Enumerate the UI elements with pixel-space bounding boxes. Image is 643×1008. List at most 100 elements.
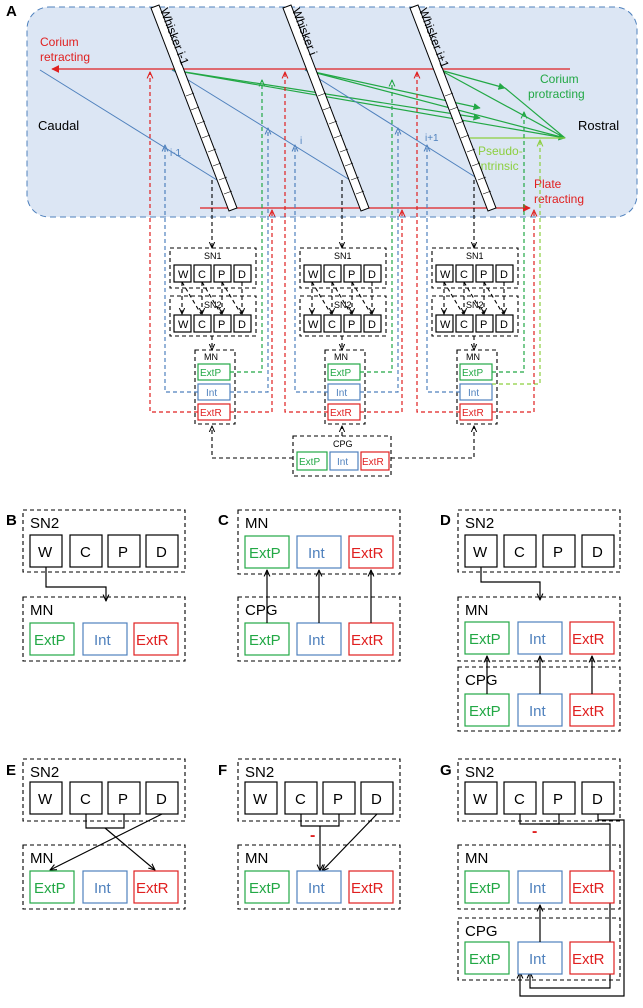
svg-text:C: C [295, 791, 306, 808]
plate-retracting-label-1: Plate [534, 177, 562, 191]
svg-text:ExtP: ExtP [469, 631, 501, 648]
inhibition-sign: - [532, 823, 537, 840]
svg-text:D: D [368, 319, 376, 331]
panel-letter-d: D [440, 512, 451, 529]
intrinsic-label-i-1: i-1 [170, 148, 182, 159]
svg-text:ExtR: ExtR [462, 408, 484, 419]
svg-text:MN: MN [465, 850, 488, 867]
svg-text:P: P [118, 791, 128, 808]
svg-text:ExtR: ExtR [351, 880, 384, 897]
svg-text:D: D [371, 791, 382, 808]
panel-f: F SN2 W C P D - MN ExtP Int ExtR [218, 758, 401, 910]
svg-text:C: C [80, 544, 91, 561]
intrinsic-label-i-plus-1: i+1 [425, 133, 439, 144]
mn-title: MN [30, 602, 53, 619]
intrinsic-label-i: i [300, 136, 302, 147]
svg-text:W: W [178, 319, 189, 331]
svg-text:ExtR: ExtR [351, 632, 384, 649]
svg-text:MN: MN [245, 515, 268, 532]
svg-text:D: D [238, 269, 246, 281]
svg-text:ExtP: ExtP [469, 951, 501, 968]
svg-text:ExtR: ExtR [362, 457, 384, 468]
panel-letter-c: C [218, 512, 229, 529]
svg-text:ExtP: ExtP [34, 632, 66, 649]
svg-text:C: C [328, 269, 336, 281]
svg-text:CPG: CPG [245, 602, 278, 619]
svg-text:P: P [333, 791, 343, 808]
svg-text:Int: Int [308, 545, 326, 562]
svg-text:ExtP: ExtP [249, 632, 281, 649]
svg-text:ExtP: ExtP [249, 545, 281, 562]
svg-text:SN2: SN2 [465, 764, 494, 781]
svg-text:W: W [473, 544, 488, 561]
svg-text:ExtR: ExtR [200, 408, 222, 419]
panel-letter-f: F [218, 762, 227, 779]
svg-text:D: D [156, 544, 167, 561]
svg-text:ExtP: ExtP [330, 368, 351, 379]
svg-text:MN: MN [30, 850, 53, 867]
svg-text:ExtP: ExtP [469, 880, 501, 897]
svg-text:D: D [156, 791, 167, 808]
svg-text:ExtP: ExtP [249, 880, 281, 897]
svg-text:ExtP: ExtP [469, 703, 501, 720]
corium-retracting-label-1: Corium [40, 35, 79, 49]
svg-text:Int: Int [206, 388, 217, 399]
svg-text:Int: Int [468, 388, 479, 399]
svg-text:Int: Int [529, 631, 547, 648]
pseudo-intrinsic-label-2: intrinsic [478, 159, 519, 173]
panel-c: C MN ExtP Int ExtR CPG ExtP Int ExtR [218, 509, 401, 662]
svg-text:SN2: SN2 [245, 764, 274, 781]
svg-text:SN2: SN2 [465, 515, 494, 532]
svg-text:SN1: SN1 [466, 251, 484, 261]
svg-text:Int: Int [308, 632, 326, 649]
column-whisker-i-plus-1: SN1 W C P D SN2 W C P D MN ExtP [417, 72, 540, 425]
panel-b: B SN2 W C P D MN ExtP Int ExtR [6, 509, 186, 662]
column-whisker-i-1: SN1 W C P D SN2 W C P D [150, 72, 272, 425]
svg-text:P: P [553, 791, 563, 808]
svg-text:C: C [328, 319, 336, 331]
svg-text:P: P [218, 319, 225, 331]
svg-text:Int: Int [337, 457, 348, 468]
svg-text:ExtR: ExtR [136, 880, 169, 897]
svg-text:SN1: SN1 [334, 251, 352, 261]
svg-text:ExtR: ExtR [572, 631, 605, 648]
svg-text:P: P [118, 544, 128, 561]
svg-text:C: C [460, 269, 468, 281]
svg-text:P: P [218, 269, 225, 281]
svg-text:W: W [308, 319, 319, 331]
whiskers: Whisker i-1 Whisker i Whisker i+1 [150, 4, 497, 212]
svg-text:C: C [514, 544, 525, 561]
svg-text:D: D [500, 319, 508, 331]
svg-text:ExtP: ExtP [299, 457, 320, 468]
sn2-cells: W C P D [173, 314, 252, 333]
svg-text:Int: Int [529, 951, 547, 968]
svg-text:SN2: SN2 [334, 300, 352, 310]
svg-text:Int: Int [94, 880, 112, 897]
mn-label: MN [204, 352, 218, 362]
svg-text:P: P [553, 544, 563, 561]
svg-text:ExtR: ExtR [136, 632, 169, 649]
svg-text:W: W [308, 269, 319, 281]
pseudo-intrinsic-label-1: Pseudo- [478, 144, 523, 158]
svg-text:C: C [198, 319, 206, 331]
svg-text:D: D [592, 791, 603, 808]
corium-retracting-label-2: retracting [40, 50, 90, 64]
svg-text:P: P [480, 269, 487, 281]
panel-a: A Corium retracting Caudal Rostral Coriu… [6, 3, 638, 477]
svg-text:W: W [38, 791, 53, 808]
svg-text:ExtR: ExtR [351, 545, 384, 562]
cpg-label: CPG [333, 439, 353, 449]
svg-text:SN2: SN2 [30, 764, 59, 781]
svg-text:Int: Int [336, 388, 347, 399]
svg-text:SN2: SN2 [466, 300, 484, 310]
inhibition-sign: - [310, 827, 315, 844]
sn1-label: SN1 [204, 251, 222, 261]
svg-text:ExtP: ExtP [34, 880, 66, 897]
plate-retracting-label-2: retracting [534, 192, 584, 206]
svg-text:C: C [514, 791, 525, 808]
svg-text:ExtR: ExtR [572, 880, 605, 897]
caudal-label: Caudal [38, 118, 79, 133]
panel-g: G SN2 W C P D - MN ExtP Int ExtR CPG Ext… [440, 758, 625, 997]
svg-text:C: C [198, 269, 206, 281]
